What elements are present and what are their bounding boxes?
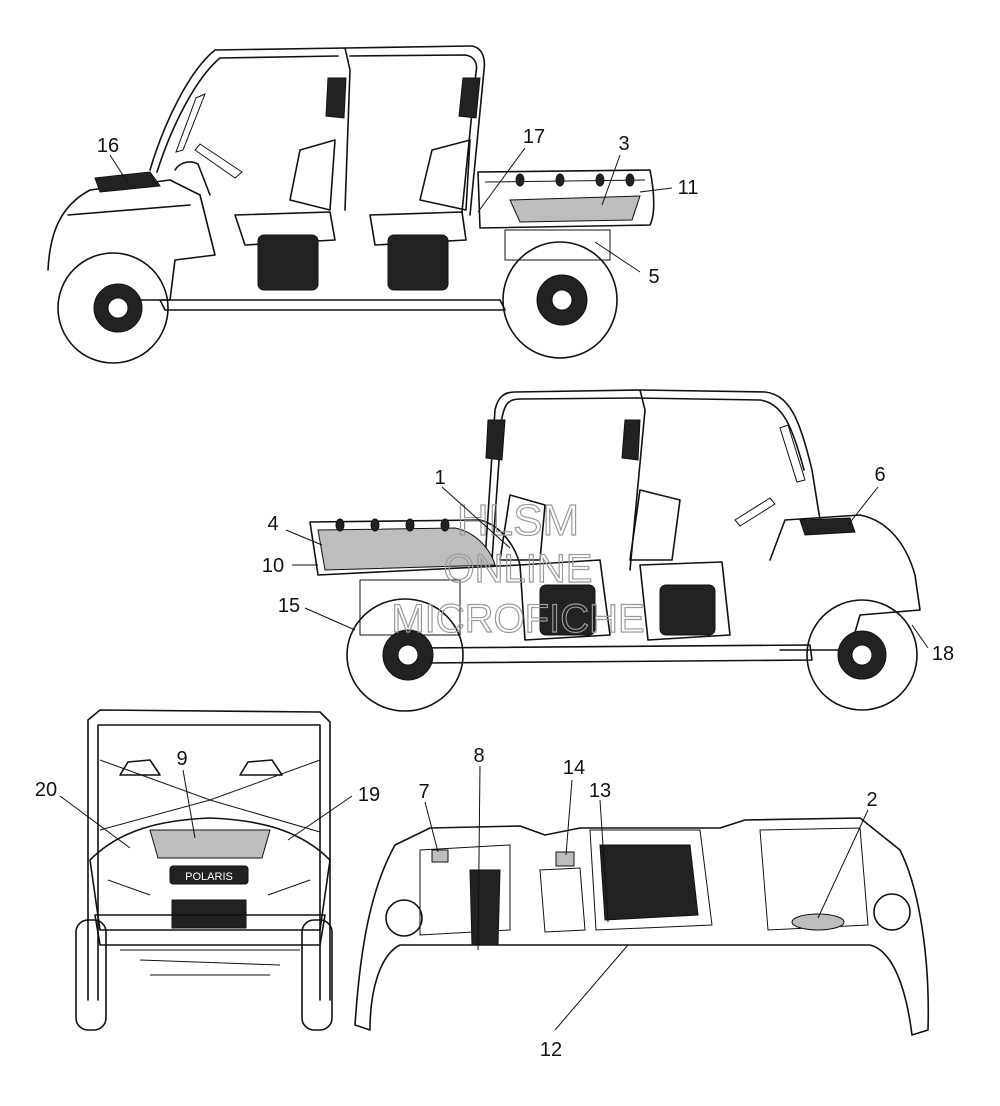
callout-2: 2: [866, 789, 877, 811]
callout-14: 14: [563, 757, 585, 779]
leader-2: [817, 809, 869, 919]
callout-16: 16: [97, 135, 119, 157]
callout-19: 19: [358, 784, 380, 806]
leader-19: [287, 795, 353, 841]
leader-3: [601, 154, 621, 206]
leader-15: [304, 607, 356, 631]
callout-20: 20: [35, 779, 57, 801]
callout-15: 15: [278, 595, 300, 617]
callout-9: 9: [176, 748, 187, 770]
callout-10: 10: [262, 555, 284, 577]
callout-4: 4: [267, 513, 278, 535]
leader-5: [594, 241, 641, 273]
leader-17: [477, 147, 526, 213]
leader-7: [424, 801, 439, 853]
vehicle-side-view-middle: [309, 389, 921, 712]
leader-8: [477, 765, 481, 951]
leader-12: [554, 944, 629, 1031]
polaris-logo: POLARIS: [185, 871, 233, 883]
leader-13: [599, 799, 609, 923]
leader-16: [109, 154, 129, 184]
leader-11: [639, 187, 673, 193]
leader-9: [182, 769, 196, 839]
watermark-line-2: ONLINE: [444, 547, 593, 591]
leader-6: [847, 486, 879, 526]
callout-13: 13: [589, 780, 611, 802]
vehicle-side-view-top: [47, 45, 655, 364]
watermark-line-1: HLSM: [457, 496, 579, 545]
callout-11: 11: [678, 177, 699, 199]
callout-1: 1: [434, 467, 445, 489]
leader-18: [911, 624, 929, 649]
callout-17: 17: [523, 126, 545, 148]
leader-lines: [59, 147, 929, 1031]
dashboard-panel: [354, 817, 930, 1036]
leader-1: [441, 486, 511, 549]
watermark-line-3: MICROFICHE: [391, 597, 644, 641]
leader-14: [565, 779, 573, 856]
callout-3: 3: [618, 133, 629, 155]
callout-labels: 16 17 3 11 5 1 6 4 10 15 18 9 8 14 20 19…: [35, 126, 954, 1061]
callout-12: 12: [540, 1039, 562, 1061]
callout-7: 7: [418, 781, 429, 803]
leader-4: [285, 529, 323, 546]
callout-6: 6: [874, 464, 885, 486]
vehicle-front-view: POLARIS: [75, 709, 333, 1031]
leader-20: [59, 795, 131, 849]
callout-5: 5: [648, 266, 659, 288]
watermark: HLSM ONLINE MICROFICHE: [391, 495, 646, 641]
callout-18: 18: [932, 643, 954, 665]
callout-8: 8: [473, 745, 484, 767]
